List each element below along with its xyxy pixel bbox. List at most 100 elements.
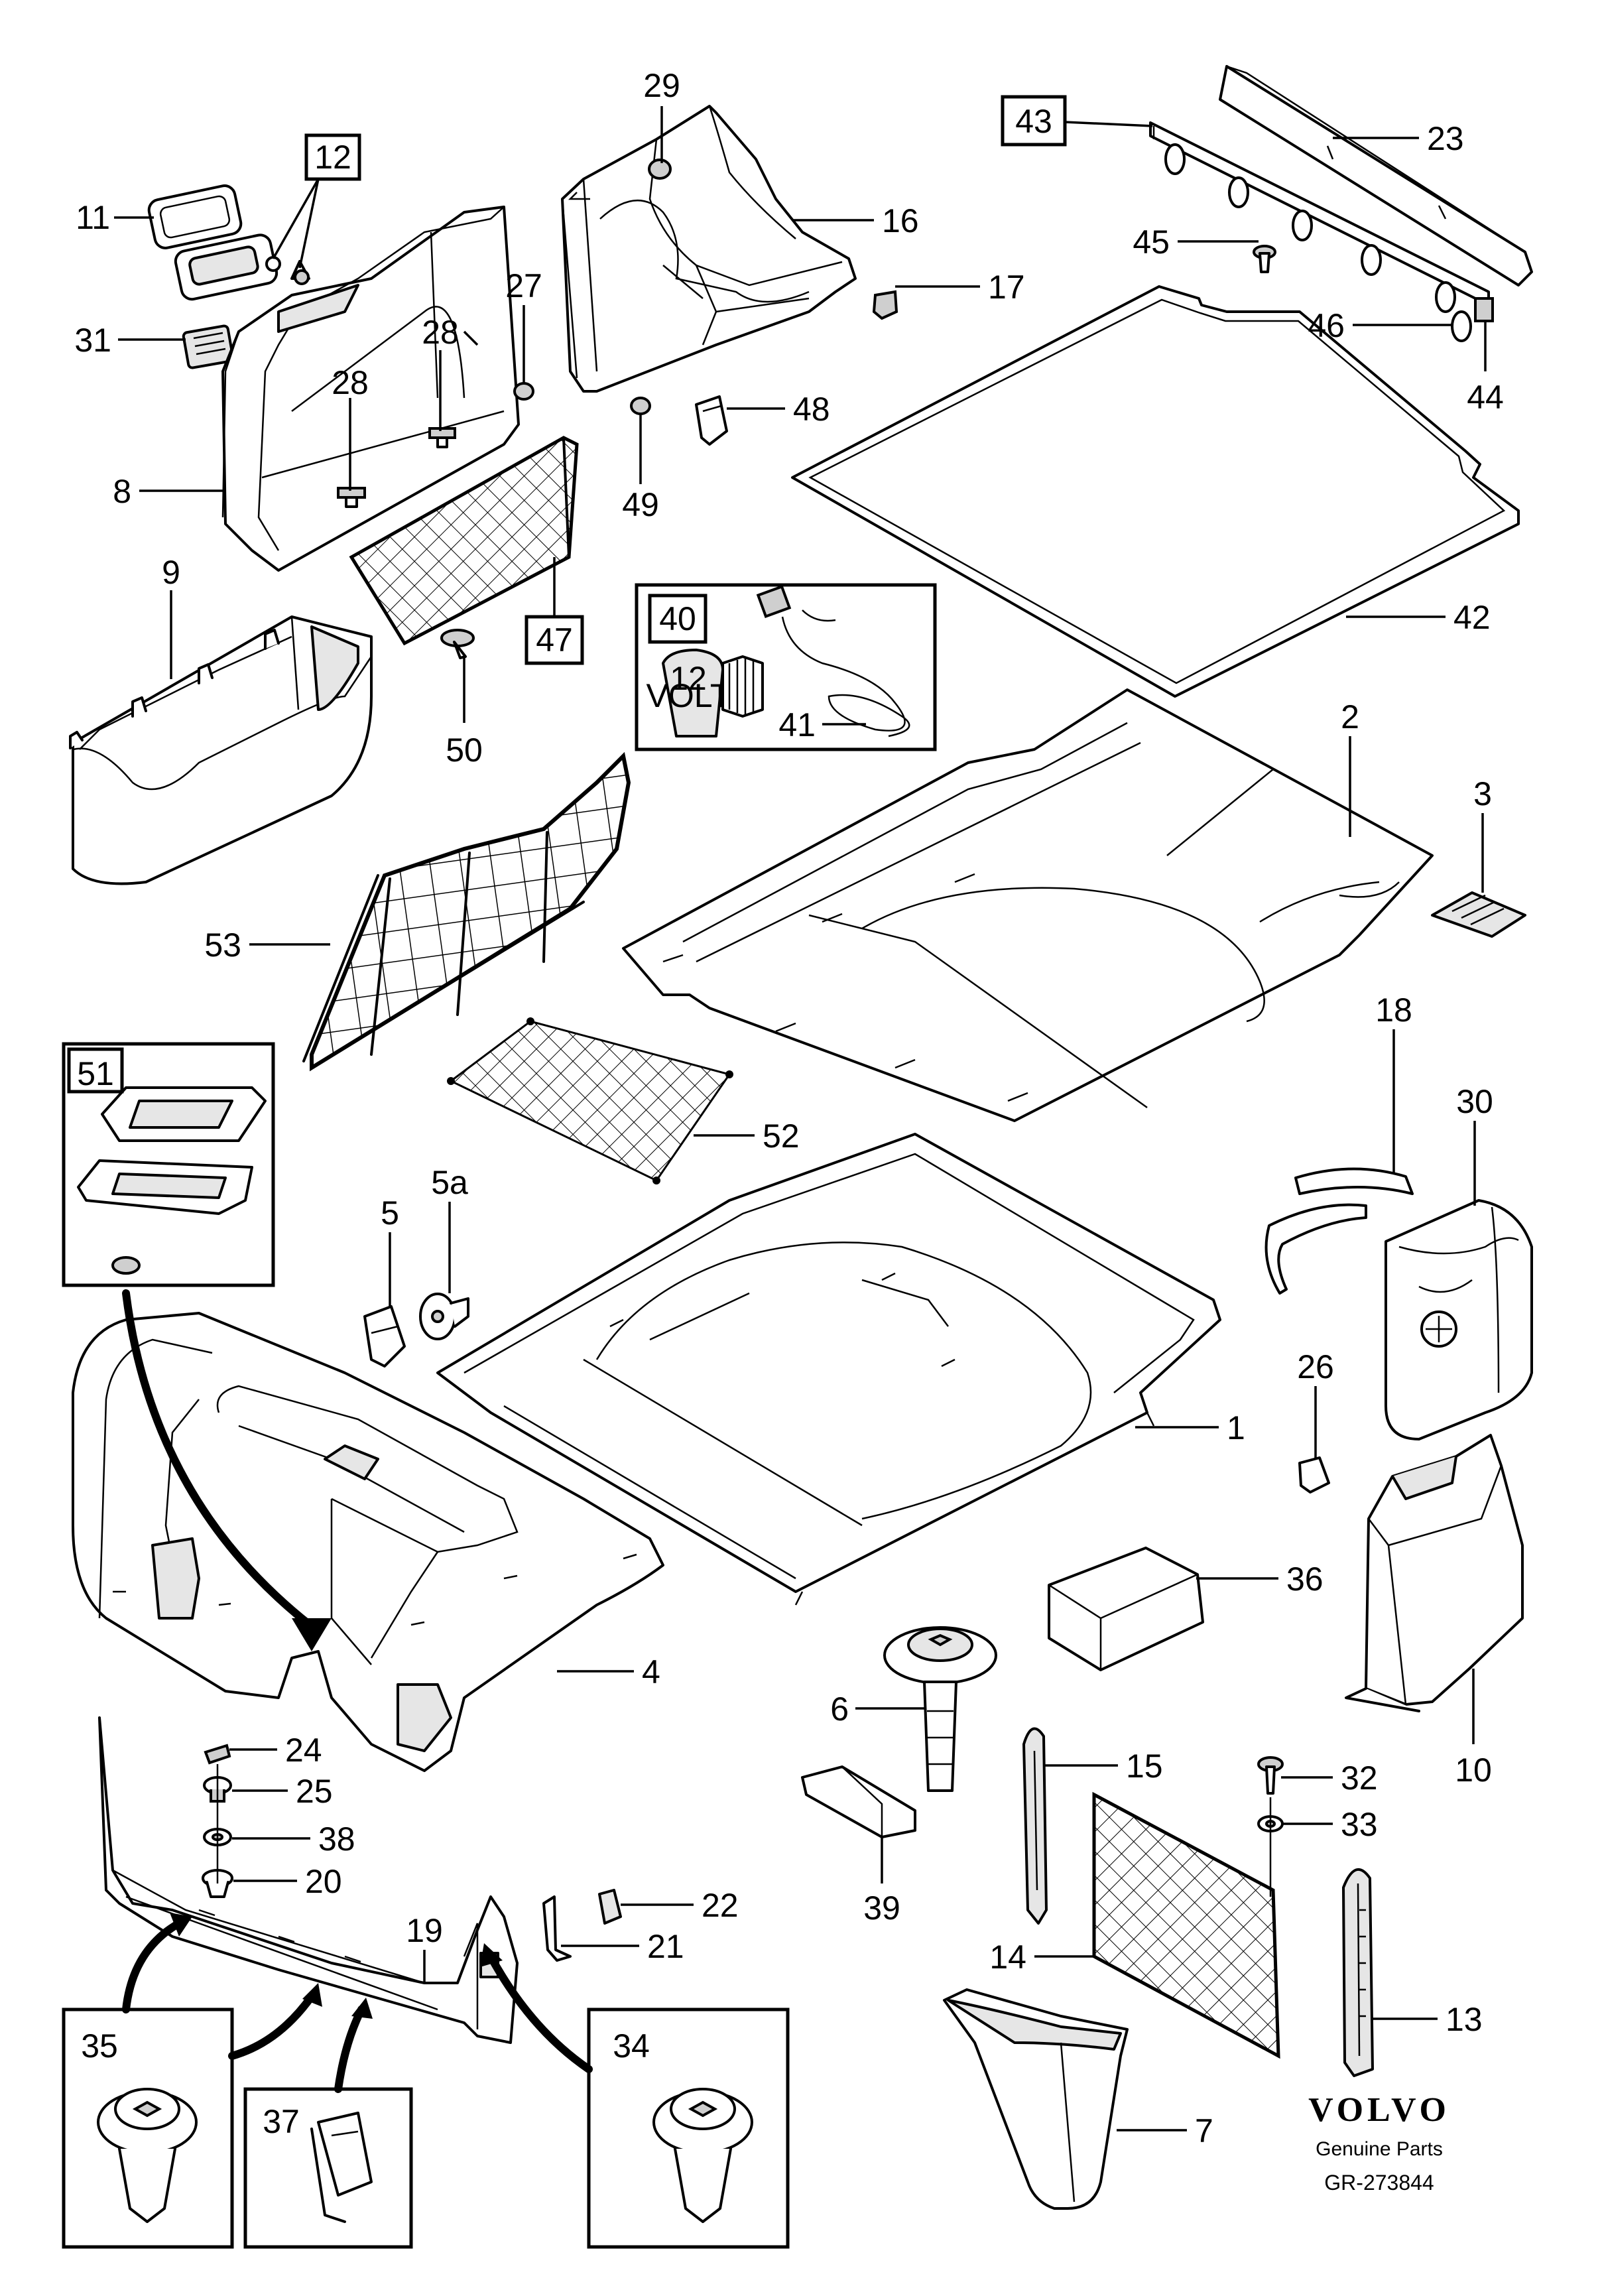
callout-53: 53 — [204, 926, 241, 964]
callout-3: 3 — [1473, 775, 1492, 812]
part-12-lamp-housing — [174, 233, 310, 301]
arrow-34 — [487, 1952, 593, 2073]
inset-35 — [62, 2008, 234, 2249]
socket-label-volt: VOLT — [647, 677, 731, 714]
callout-28b: 28 — [422, 314, 459, 351]
callout-38: 38 — [318, 1820, 355, 1858]
callout-2: 2 — [1341, 698, 1359, 735]
callout-17: 17 — [988, 269, 1025, 306]
part-39-hook — [801, 1765, 916, 1838]
part-22-clip — [598, 1889, 622, 1925]
callout-14: 14 — [989, 1939, 1026, 1976]
part-11-lamp-lens — [147, 184, 243, 249]
part-7-bin — [943, 1988, 1129, 2210]
socket-label-12: 12 — [670, 660, 707, 697]
part-31-cover — [182, 324, 235, 369]
part-1-floor-cover — [436, 1133, 1221, 1606]
part-24-clip — [204, 1744, 231, 1765]
part-47-net — [349, 436, 579, 646]
callout-21: 21 — [647, 1928, 684, 1965]
part-50-screw — [440, 629, 475, 659]
callout-36: 36 — [1286, 1561, 1324, 1598]
part-2-floor-panel — [622, 688, 1434, 1122]
callout-33: 33 — [1341, 1806, 1378, 1843]
part-23-rail-cover — [1219, 65, 1533, 287]
callout-28a: 28 — [332, 364, 369, 401]
callout-50: 50 — [446, 732, 483, 769]
part-32-bolt — [1257, 1756, 1284, 1795]
part-42-floor-mat — [791, 285, 1520, 698]
part-3-small-mat — [1431, 891, 1526, 938]
brand-subtitle: Genuine Parts — [1316, 2138, 1443, 2160]
part-49-nut — [630, 397, 651, 415]
callout-43: 43 — [1015, 103, 1052, 140]
callout-46: 46 — [1308, 307, 1345, 344]
callout-29: 29 — [643, 67, 680, 104]
callout-1: 1 — [1227, 1409, 1245, 1446]
part-9-storage-box — [69, 615, 373, 885]
inset-51 — [62, 1042, 275, 1287]
part-13-rail — [1342, 1868, 1374, 2077]
callout-9: 9 — [162, 554, 180, 591]
arrow-head-34 — [480, 1943, 503, 1967]
callout-42: 42 — [1453, 599, 1491, 636]
brand-block: VOLVO Genuine Parts GR-273844 — [1308, 2091, 1450, 2195]
part-36-box — [1048, 1547, 1204, 1671]
part-45-bolt — [1253, 245, 1276, 273]
part-48-clip — [695, 395, 728, 446]
callout-20: 20 — [305, 1863, 342, 1900]
part-5a-clip — [419, 1293, 469, 1340]
part-26-clip — [1298, 1456, 1330, 1494]
inset-34 — [587, 2008, 790, 2249]
callout-41: 41 — [778, 706, 816, 743]
callout-18: 18 — [1375, 991, 1412, 1029]
callout-19: 19 — [406, 1912, 443, 1949]
part-10-side-box — [1345, 1434, 1524, 1712]
part-15-rail — [1022, 1727, 1048, 1925]
diagram-reference: GR-273844 — [1324, 2171, 1434, 2195]
callout-44: 44 — [1467, 379, 1504, 416]
part-30-bag — [1385, 1199, 1533, 1440]
callout-39: 39 — [863, 1889, 900, 1927]
callout-11: 11 — [76, 199, 110, 236]
arrow-head-35b — [302, 1983, 322, 2007]
part-18-bracket — [1264, 1167, 1414, 1295]
callout-7: 7 — [1195, 2112, 1213, 2149]
callout-48: 48 — [793, 391, 830, 428]
callout-26: 26 — [1297, 1348, 1334, 1385]
part-8-side-trim — [221, 206, 535, 572]
callout-10: 10 — [1455, 1752, 1492, 1789]
arrow-35 — [122, 1919, 183, 2013]
part-43-rail — [1149, 121, 1494, 342]
part-16-side-panel — [561, 105, 898, 393]
callout-5a: 5a — [431, 1164, 468, 1201]
part-4-side-trim — [72, 1312, 664, 1772]
arrow-head-37 — [351, 1998, 373, 2019]
part-14-side-net — [1092, 1791, 1280, 2059]
callout-32: 32 — [1341, 1759, 1378, 1797]
inset-40-41: 12 VOLT — [635, 583, 937, 751]
callout-24: 24 — [285, 1732, 322, 1769]
callout-4: 4 — [642, 1653, 660, 1690]
callout-49: 49 — [622, 486, 659, 523]
callout-45: 45 — [1133, 223, 1170, 261]
brand-logo: VOLVO — [1308, 2091, 1450, 2129]
part-53-cargo-grid — [302, 751, 631, 1072]
callout-31: 31 — [74, 322, 111, 359]
part-5-clip — [363, 1305, 406, 1368]
callout-51: 51 — [77, 1055, 114, 1092]
callout-23: 23 — [1427, 120, 1464, 157]
callout-5: 5 — [381, 1194, 399, 1232]
callout-12: 12 — [314, 139, 351, 176]
callout-52: 52 — [763, 1117, 800, 1155]
callout-47: 47 — [536, 621, 573, 659]
arrow-35b — [228, 1992, 316, 2060]
arrow-37 — [334, 2006, 365, 2093]
part-52-cargo-net — [447, 1017, 733, 1184]
callout-35: 35 — [81, 2027, 118, 2065]
callout-6: 6 — [830, 1690, 849, 1728]
callout-22: 22 — [702, 1887, 739, 1924]
callout-15: 15 — [1126, 1748, 1163, 1785]
part-6-spare-wheel-bolt — [883, 1626, 997, 1792]
